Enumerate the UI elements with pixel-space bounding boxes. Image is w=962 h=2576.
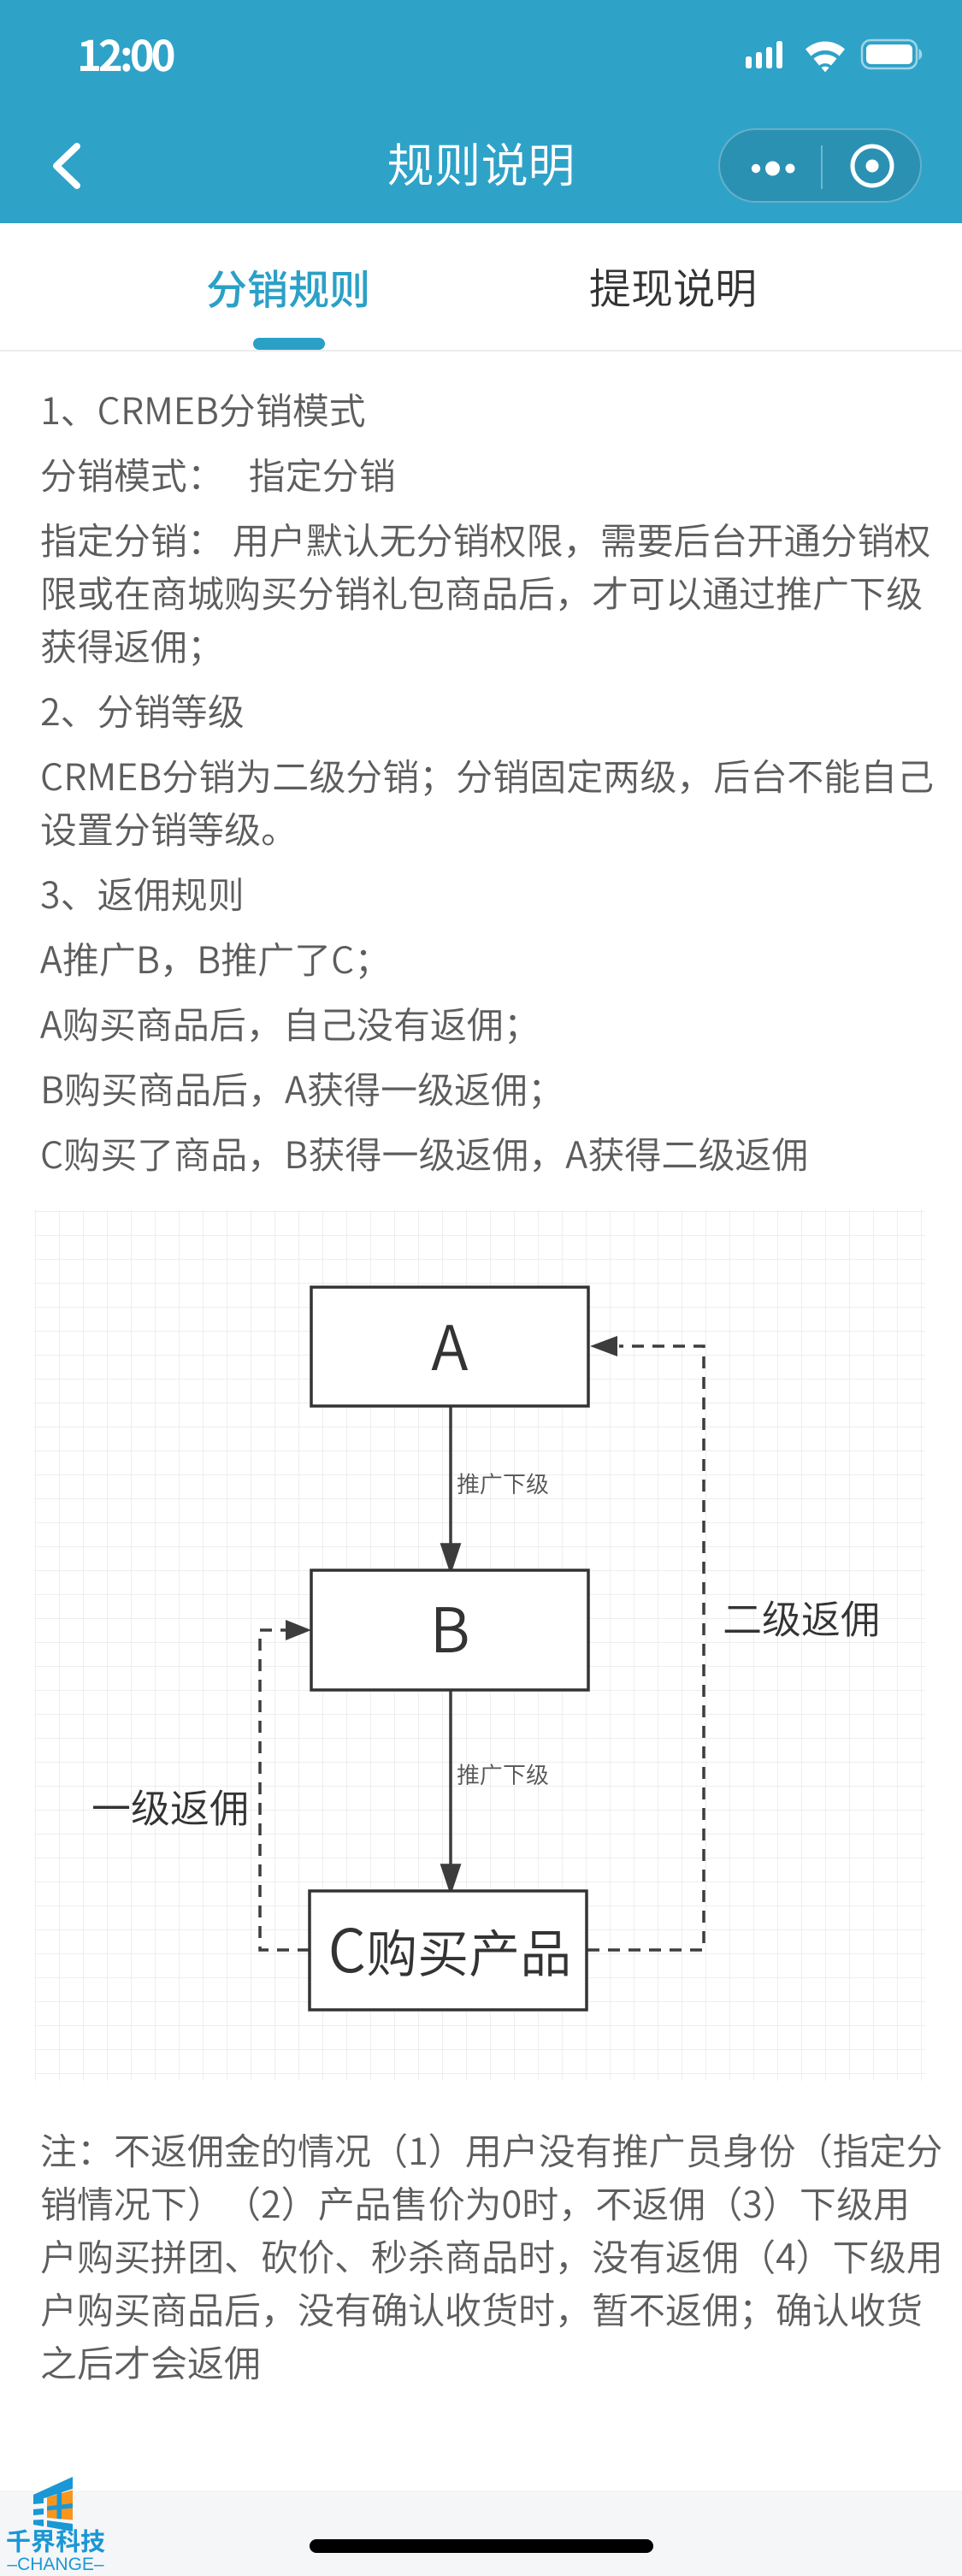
svg-text:推广下级: 推广下级 bbox=[457, 1466, 549, 1499]
svg-text:A: A bbox=[430, 1298, 468, 1388]
svg-text:C购买产品: C购买产品 bbox=[328, 1904, 571, 1990]
svg-text:B: B bbox=[429, 1580, 469, 1670]
svg-text:推广下级: 推广下级 bbox=[457, 1757, 549, 1790]
svg-text:二级返佣: 二级返佣 bbox=[723, 1589, 880, 1645]
svg-text:一级返佣: 一级返佣 bbox=[91, 1778, 249, 1835]
